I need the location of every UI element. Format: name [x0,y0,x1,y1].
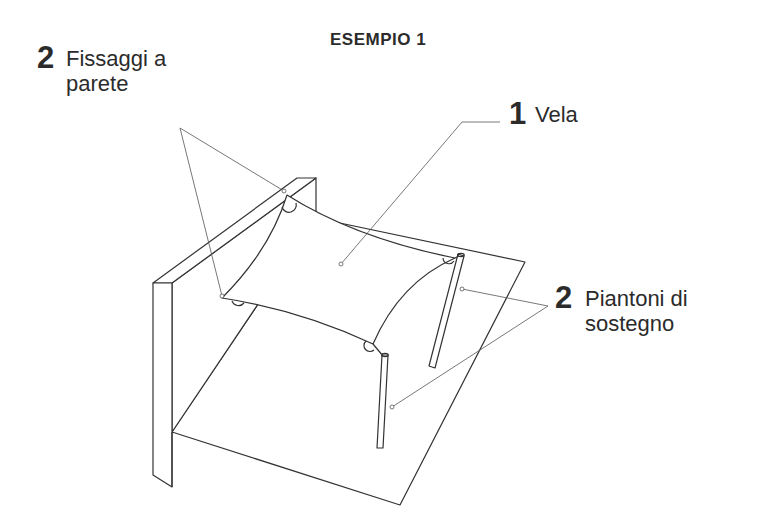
post-fixing [364,341,374,352]
support-post [377,353,388,448]
wall-fixing [282,203,296,212]
wall-side [153,283,172,487]
leader-dot [339,262,343,266]
leader-line [462,289,548,306]
part-label: Vela [535,102,655,127]
callout-number: 2 [555,282,572,313]
sail-tie [455,256,459,258]
leader-dot [282,189,286,193]
sail-tie [373,344,383,356]
leader-line [341,122,462,264]
part-label: Fissaggi a parete [66,46,181,97]
leader-line [180,128,222,296]
leader-dot [390,405,394,409]
leader-line [180,128,284,191]
leader-line [392,306,548,407]
sail-vela [222,195,455,344]
leader-dot [460,287,464,291]
part-label: Piantoni di sostegno [585,286,735,337]
leader-line [462,122,500,123]
callout-number: 1 [509,98,526,129]
diagram-title: ESEMPIO 1 [330,30,426,50]
callout-number: 2 [37,42,54,73]
wall-edge [171,432,172,487]
leader-dot [220,294,224,298]
wall-fixing [232,301,244,306]
support-post [429,253,464,368]
post-fixing [443,258,454,264]
